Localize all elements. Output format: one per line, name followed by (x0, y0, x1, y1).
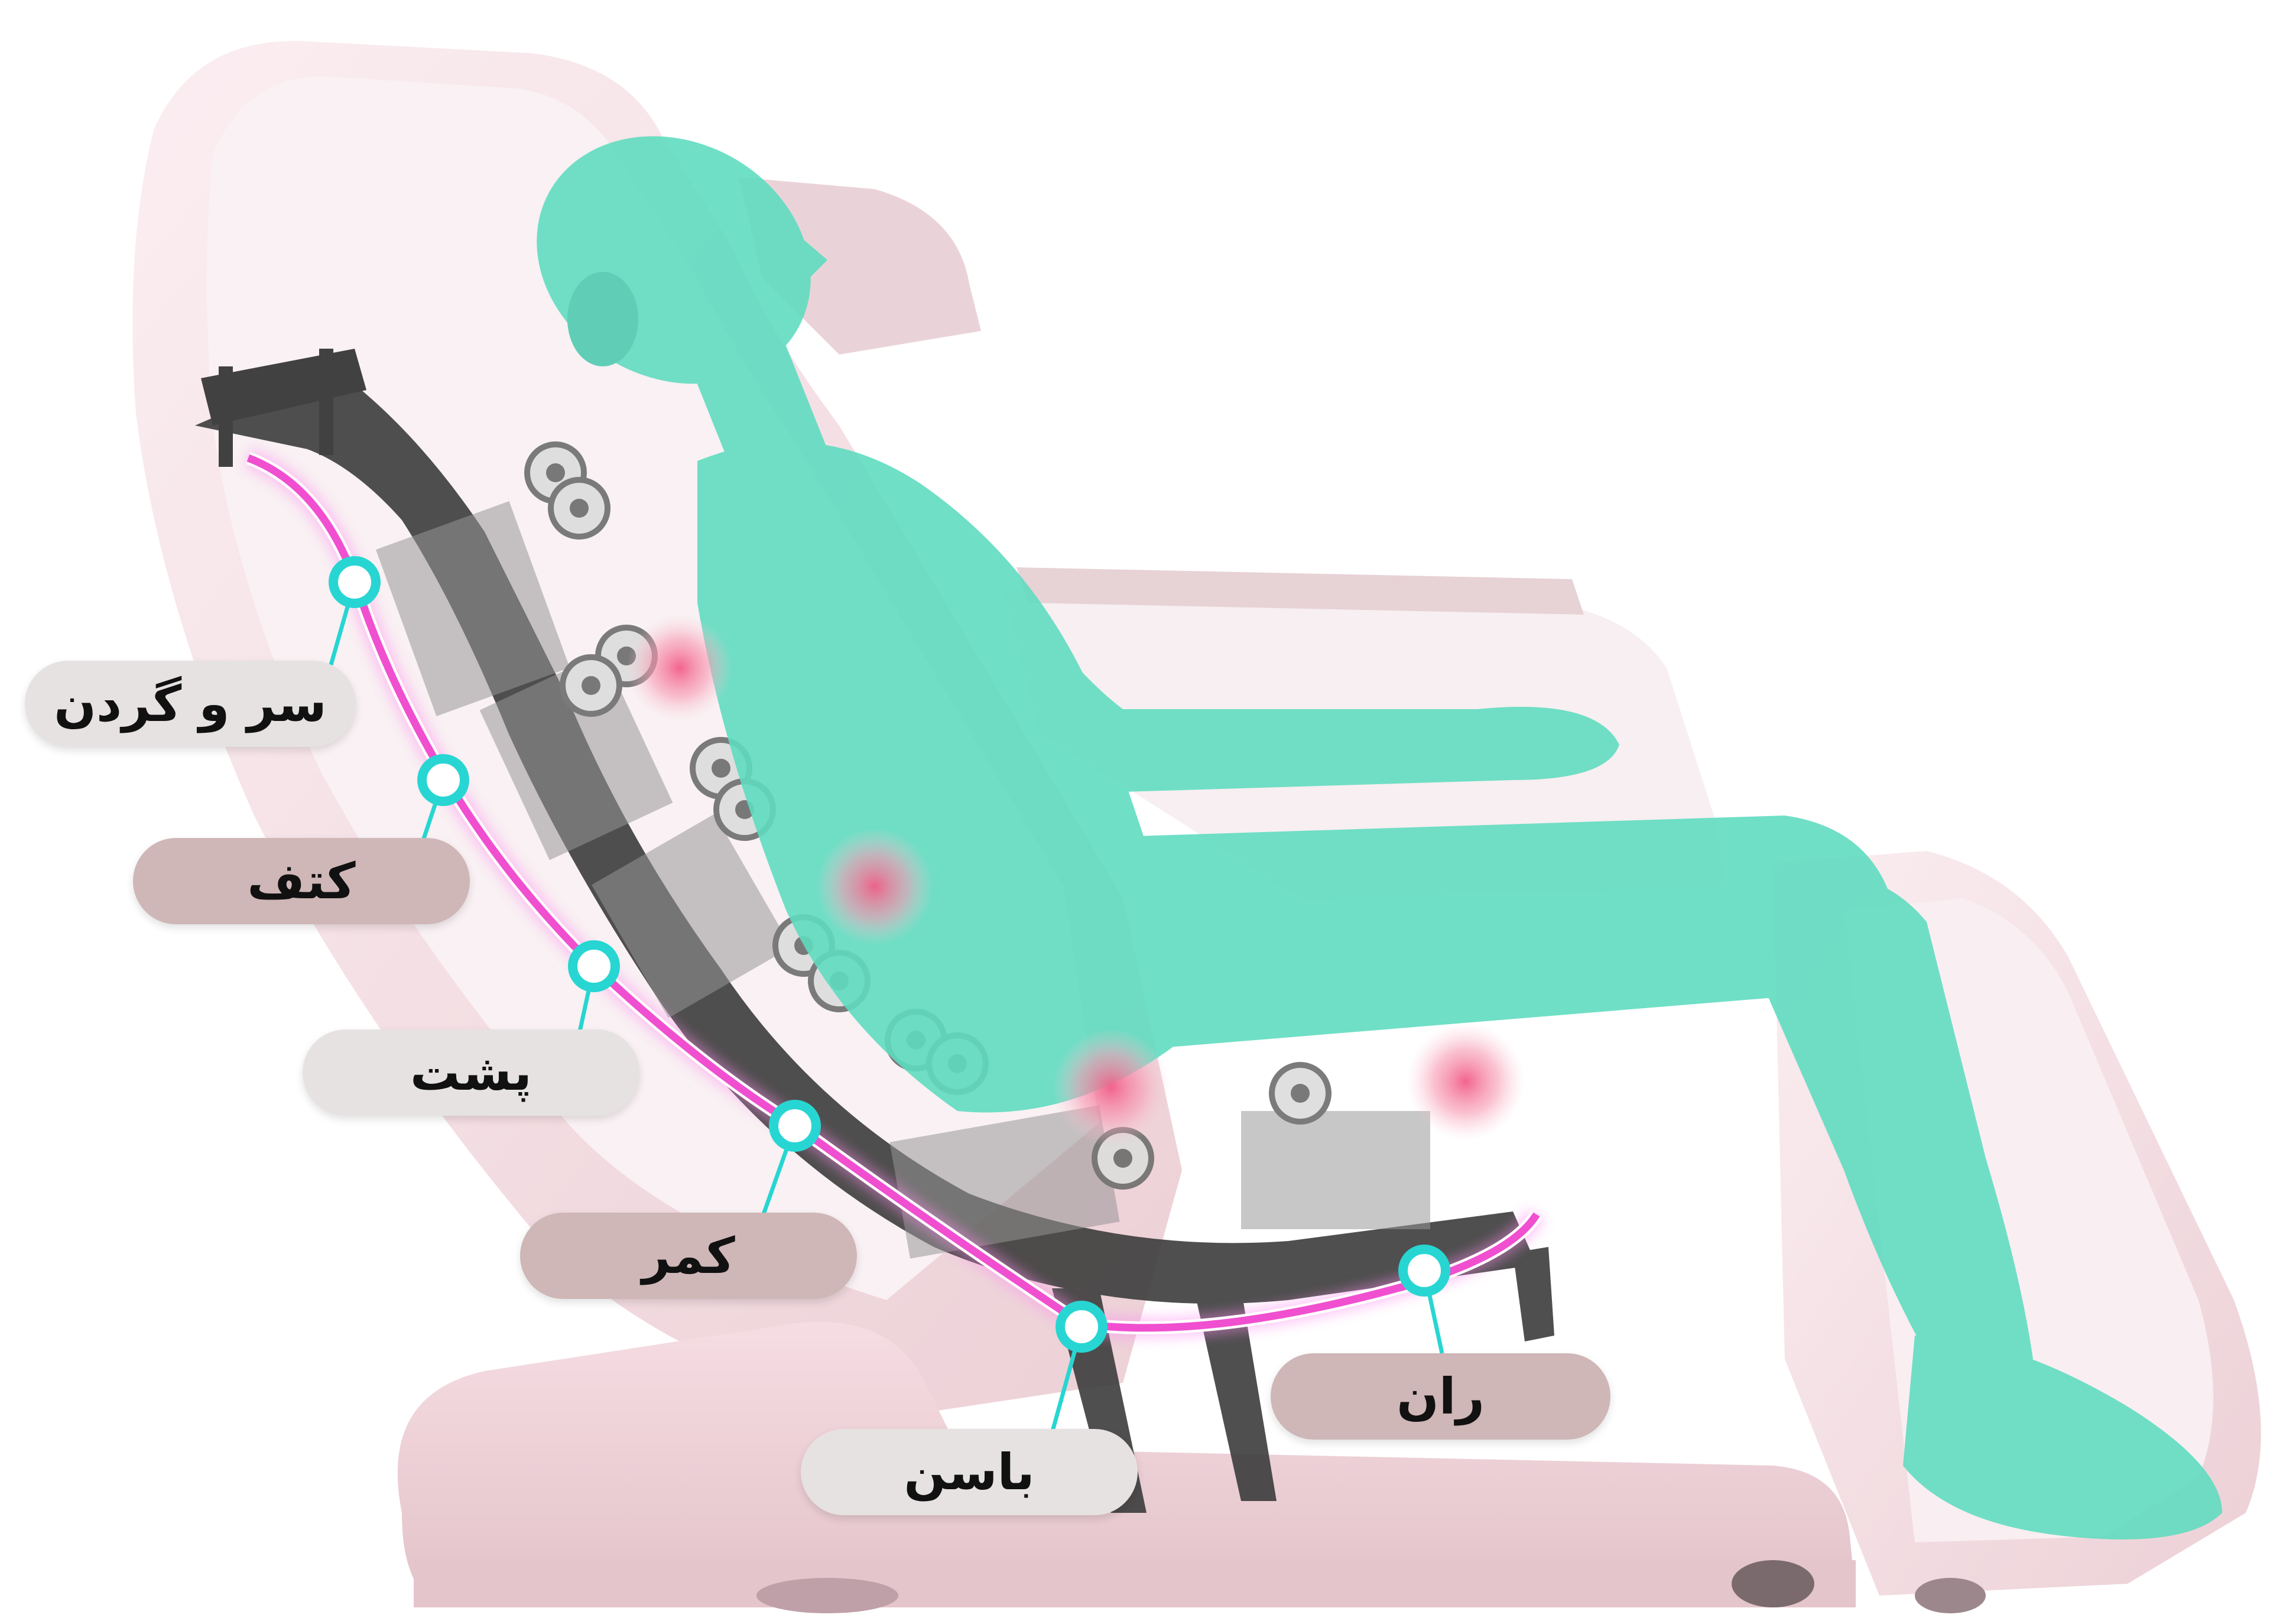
ring-node-icon (333, 561, 376, 603)
ring-node-icon (422, 759, 465, 801)
heat-spot-icon (626, 615, 733, 721)
label-head-neck: سر و گردن (25, 661, 356, 747)
label-waist: کمر (520, 1213, 857, 1299)
label-shoulder: کتف (133, 838, 470, 924)
label-back: پشت (303, 1029, 639, 1116)
heat-spot-icon (1052, 1028, 1170, 1146)
heat-spot-icon (1407, 1022, 1525, 1141)
ring-node-icon (1060, 1305, 1103, 1348)
figure-thigh (1028, 816, 1893, 1052)
heat-spot-icon (816, 827, 934, 946)
ring-node-icon (1403, 1249, 1446, 1292)
label-thigh: ران (1271, 1353, 1610, 1440)
label-hip: باسن (801, 1429, 1138, 1515)
ring-node-icon (774, 1105, 816, 1147)
ring-node-icon (573, 945, 615, 987)
